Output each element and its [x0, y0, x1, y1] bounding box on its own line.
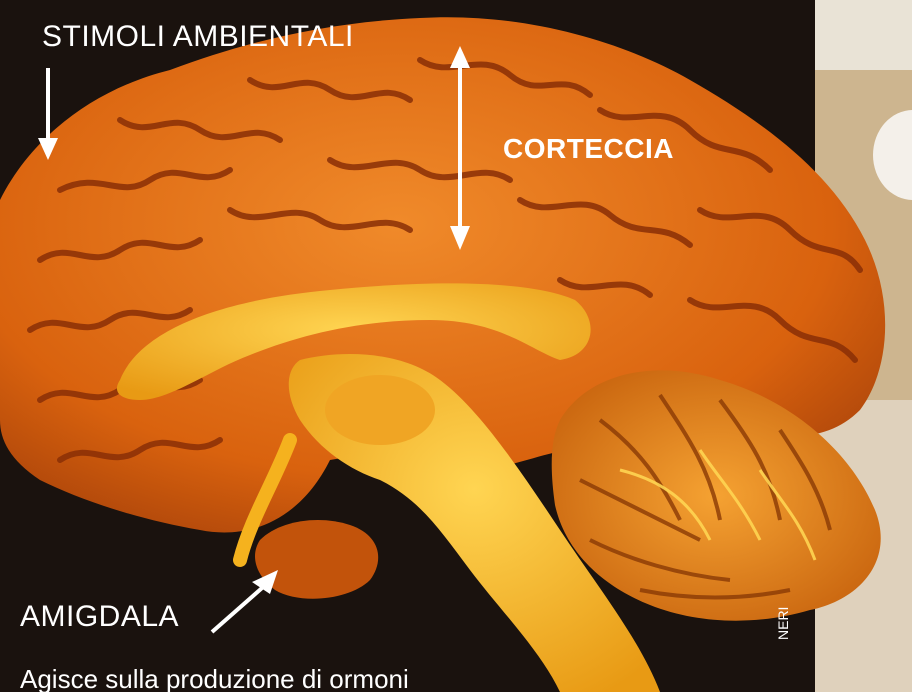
thalamus: [325, 375, 435, 445]
caption-text: Agisce sulla produzione di ormoni: [20, 664, 409, 692]
label-amigdala: AMIGDALA: [20, 600, 179, 634]
amigdala-arrow: [212, 570, 278, 632]
label-corteccia: CORTECCIA: [503, 133, 674, 165]
photo-credit: NERI: [775, 607, 791, 640]
label-stimoli-ambientali: STIMOLI AMBIENTALI: [42, 20, 354, 54]
amygdala-region: [255, 520, 378, 599]
